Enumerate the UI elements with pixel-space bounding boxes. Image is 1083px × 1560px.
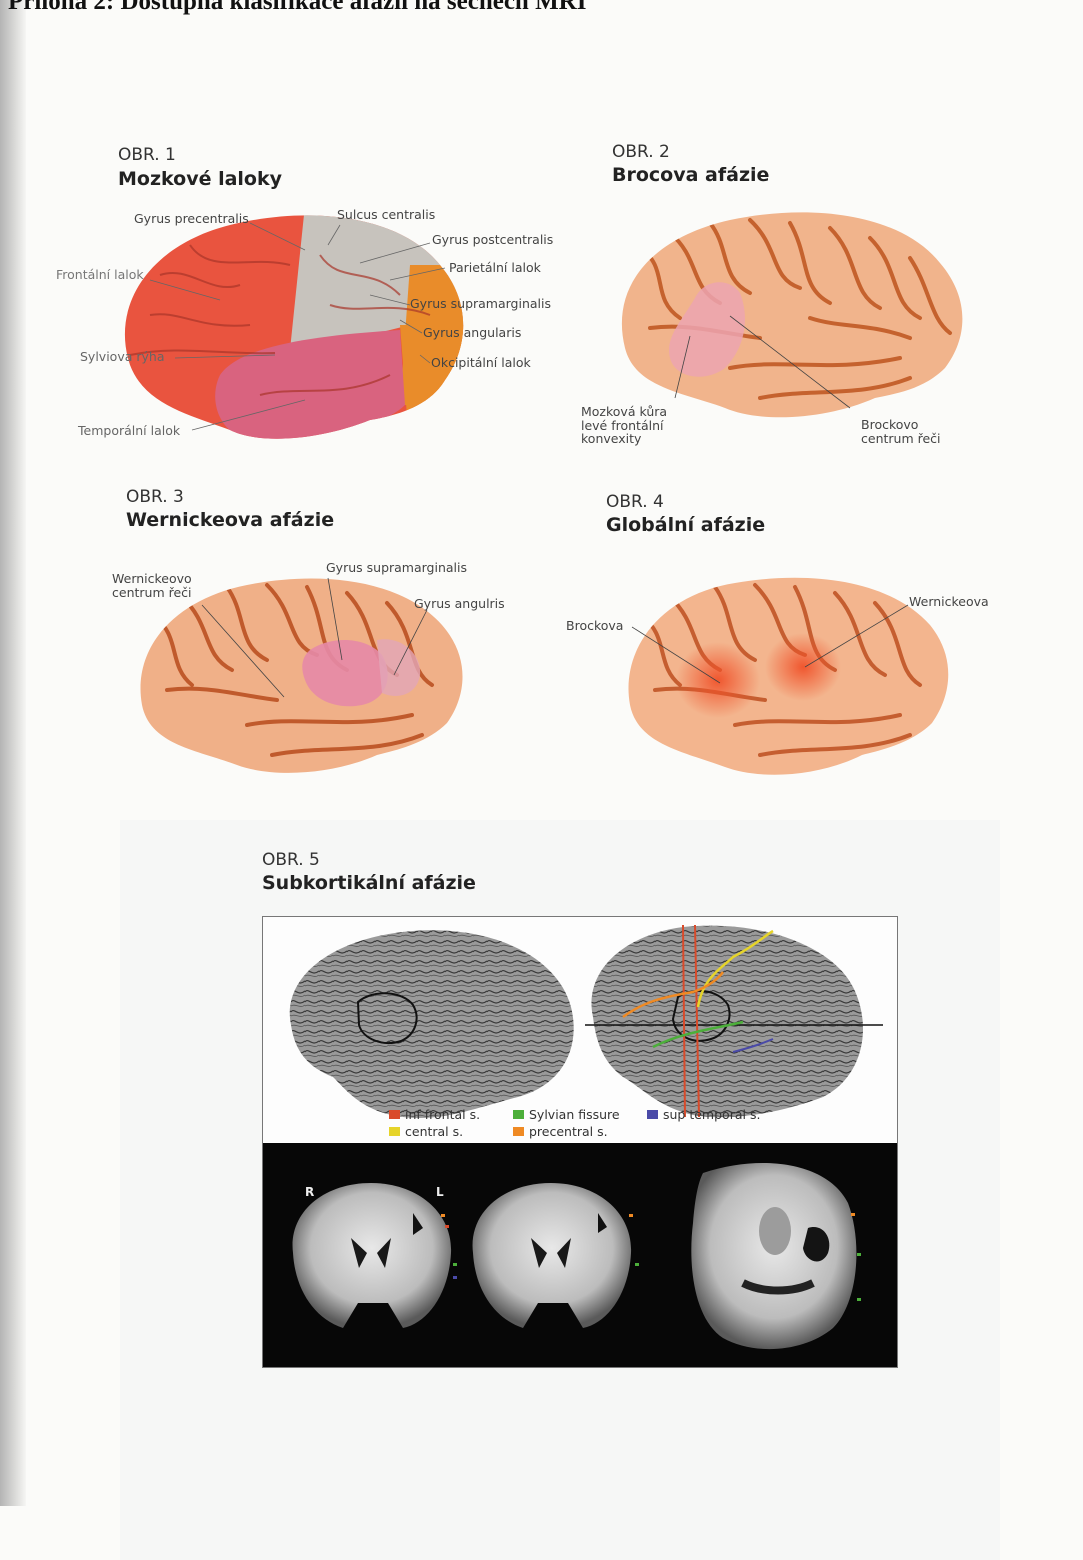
- label-gyrus-angularis: Gyrus angularis: [423, 326, 521, 340]
- figure-4-number: OBR. 4: [606, 492, 664, 512]
- label-temporalni-lalok: Temporální lalok: [78, 424, 180, 438]
- figure-5-title: Subkortikální afázie: [262, 872, 476, 894]
- label-parietalni-lalok: Parietální lalok: [449, 261, 541, 275]
- mri-panel: inf frontal s. Sylvian fissure sup tempo…: [262, 916, 898, 1368]
- label-wernickeova: Wernickeova: [909, 595, 989, 609]
- label-sylviova-ryha: Sylviova rýha: [80, 350, 164, 364]
- figure-5-number: OBR. 5: [262, 850, 320, 870]
- mri-slice-images: [263, 1143, 897, 1367]
- legend-inf-frontal: inf frontal s.: [389, 1107, 480, 1122]
- label-gyrus-angulris: Gyrus angulris: [414, 597, 505, 611]
- legend-central: central s.: [389, 1124, 463, 1139]
- figure-2-title: Brocova afázie: [612, 164, 769, 186]
- label-gyrus-supramarginalis-3: Gyrus supramarginalis: [326, 561, 467, 575]
- page-edge-shadow: [0, 0, 26, 1506]
- legend-sylvian-fissure: Sylvian fissure: [513, 1107, 620, 1122]
- label-gyrus-supramarginalis: Gyrus supramarginalis: [410, 297, 551, 311]
- page-header: Příloha 2: Dostupná klasifikace afázií n…: [8, 0, 586, 16]
- label-frontalni-lalok: Frontální lalok: [56, 268, 144, 282]
- figure-1-number: OBR. 1: [118, 145, 176, 165]
- figure-3-number: OBR. 3: [126, 487, 184, 507]
- figure-3-title: Wernickeova afázie: [126, 509, 334, 531]
- legend-precentral: precentral s.: [513, 1124, 608, 1139]
- legend-sup-temporal: sup temporal s.: [647, 1107, 760, 1122]
- label-okcipitalni-lalok: Okcipitální lalok: [431, 356, 531, 370]
- brain-broca-illustration: [610, 208, 970, 428]
- label-gyrus-precentralis: Gyrus precentralis: [134, 212, 249, 226]
- figure-4-title: Globální afázie: [606, 514, 765, 536]
- label-gyrus-postcentralis: Gyrus postcentralis: [432, 233, 553, 247]
- mri-slices: R L: [263, 1143, 897, 1367]
- figure-1-title: Mozkové laloky: [118, 168, 282, 190]
- brain-global-illustration: [620, 575, 955, 785]
- mri-surface-render: inf frontal s. Sylvian fissure sup tempo…: [263, 917, 897, 1142]
- label-sulcus-centralis: Sulcus centralis: [337, 208, 435, 222]
- figure-2-number: OBR. 2: [612, 142, 670, 162]
- label-brockova: Brockova: [566, 619, 623, 633]
